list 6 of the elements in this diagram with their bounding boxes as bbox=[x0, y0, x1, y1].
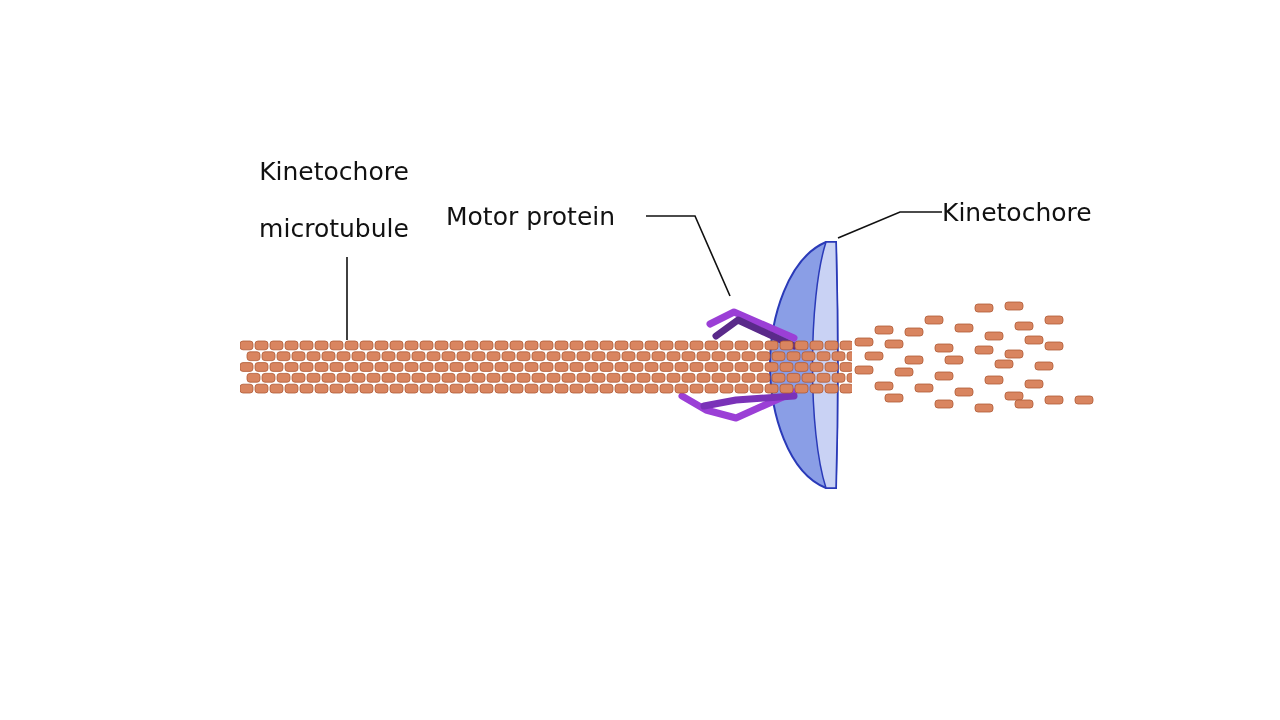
leader-line bbox=[346, 256, 348, 341]
part-label: Kinetochore bbox=[942, 184, 1122, 241]
leader-line bbox=[837, 211, 943, 239]
part-label: Motor protein bbox=[446, 188, 646, 245]
part-label: Kinetochore microtubule bbox=[236, 143, 432, 257]
leader-line bbox=[645, 215, 731, 297]
